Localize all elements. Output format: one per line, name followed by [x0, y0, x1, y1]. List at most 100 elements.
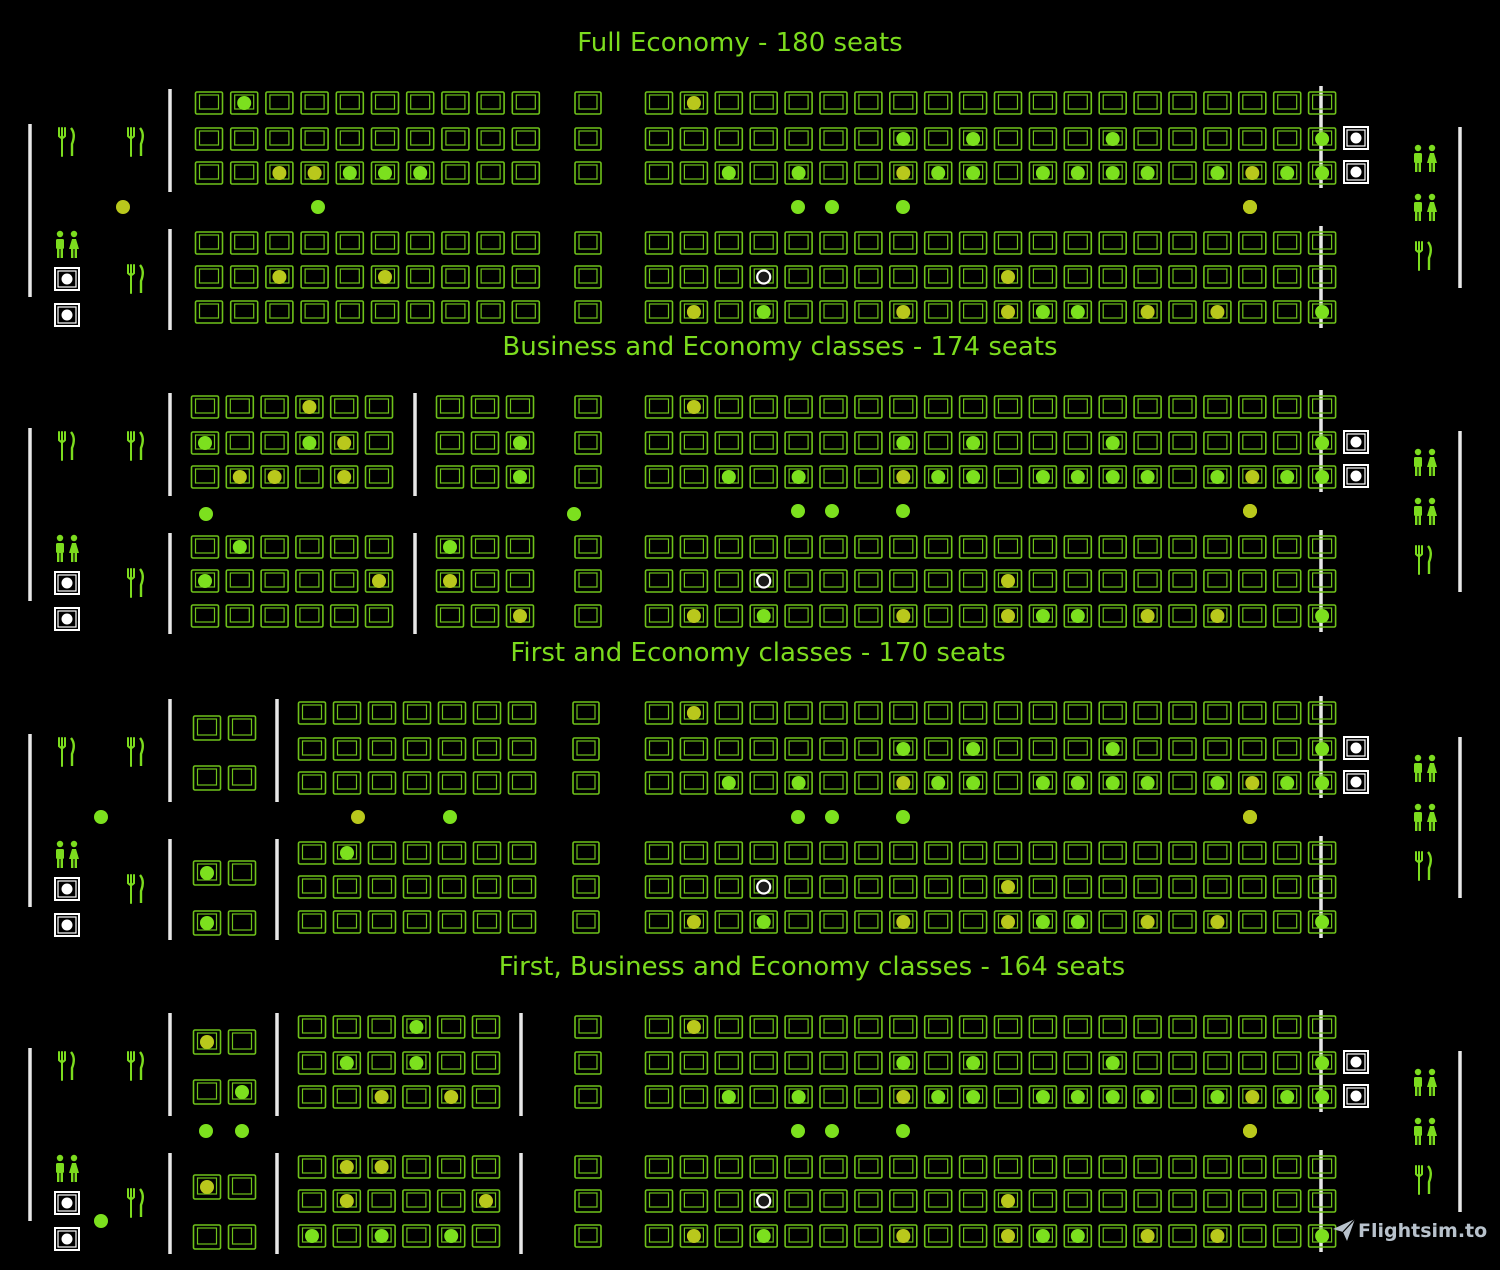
- seat[interactable]: [192, 1079, 222, 1105]
- seat[interactable]: [507, 701, 537, 725]
- seat[interactable]: [1063, 465, 1093, 489]
- exit-row-seat[interactable]: [574, 1189, 602, 1213]
- seat[interactable]: [714, 395, 744, 419]
- seat[interactable]: [958, 875, 988, 899]
- seat[interactable]: [332, 1155, 362, 1179]
- seat[interactable]: [1272, 265, 1302, 289]
- seat[interactable]: [1238, 1155, 1267, 1179]
- seat[interactable]: [1133, 569, 1162, 593]
- seat[interactable]: [472, 771, 502, 795]
- seat[interactable]: [993, 701, 1023, 725]
- seat[interactable]: [1133, 265, 1162, 289]
- seat[interactable]: [297, 910, 327, 934]
- seat[interactable]: [749, 1085, 779, 1109]
- seat[interactable]: [784, 737, 813, 761]
- seat[interactable]: [714, 91, 744, 115]
- seat[interactable]: [1272, 1051, 1302, 1075]
- seat[interactable]: [402, 841, 432, 865]
- seat[interactable]: [1168, 841, 1197, 865]
- seat[interactable]: [471, 1155, 501, 1179]
- seat[interactable]: [1133, 1051, 1162, 1075]
- seat[interactable]: [476, 231, 505, 255]
- seat[interactable]: [819, 604, 848, 628]
- seat[interactable]: [993, 161, 1023, 185]
- seat[interactable]: [1028, 1051, 1058, 1075]
- seat[interactable]: [441, 91, 470, 115]
- seat[interactable]: [1168, 1015, 1197, 1039]
- seat[interactable]: [436, 1085, 466, 1109]
- seat[interactable]: [367, 875, 397, 899]
- seat[interactable]: [1307, 875, 1337, 899]
- seat[interactable]: [1203, 127, 1232, 151]
- seat[interactable]: [679, 1155, 709, 1179]
- seat[interactable]: [1063, 737, 1093, 761]
- seat[interactable]: [644, 1015, 674, 1039]
- seat[interactable]: [1307, 910, 1337, 934]
- seat[interactable]: [190, 395, 220, 419]
- seat[interactable]: [819, 161, 848, 185]
- seat[interactable]: [402, 1015, 431, 1039]
- seat[interactable]: [1063, 1085, 1093, 1109]
- seat[interactable]: [227, 1174, 257, 1200]
- seat[interactable]: [405, 231, 435, 255]
- seat[interactable]: [679, 535, 709, 559]
- seat[interactable]: [476, 161, 505, 185]
- seat[interactable]: [370, 231, 400, 255]
- seat[interactable]: [194, 300, 224, 324]
- seat[interactable]: [784, 535, 813, 559]
- seat[interactable]: [194, 265, 224, 289]
- seat[interactable]: [370, 91, 400, 115]
- seat[interactable]: [819, 875, 848, 899]
- seat[interactable]: [435, 604, 465, 628]
- seat[interactable]: [1028, 431, 1058, 455]
- seat[interactable]: [679, 127, 709, 151]
- seat[interactable]: [260, 465, 289, 489]
- seat[interactable]: [1203, 604, 1232, 628]
- seat[interactable]: [784, 431, 813, 455]
- seat[interactable]: [1203, 841, 1232, 865]
- exit-row-seat[interactable]: [572, 737, 600, 761]
- seat[interactable]: [435, 465, 465, 489]
- seat[interactable]: [335, 265, 365, 289]
- seat[interactable]: [819, 265, 848, 289]
- seat[interactable]: [714, 604, 744, 628]
- seat[interactable]: [364, 535, 394, 559]
- seat[interactable]: [1203, 737, 1232, 761]
- seat[interactable]: [1307, 604, 1337, 628]
- seat[interactable]: [265, 127, 294, 151]
- seat[interactable]: [1307, 1189, 1337, 1213]
- seat[interactable]: [1272, 1085, 1302, 1109]
- seat[interactable]: [854, 300, 883, 324]
- seat[interactable]: [923, 1155, 953, 1179]
- seat[interactable]: [1307, 431, 1337, 455]
- seat[interactable]: [644, 300, 674, 324]
- seat[interactable]: [1063, 535, 1093, 559]
- seat[interactable]: [225, 431, 255, 455]
- seat[interactable]: [819, 1015, 848, 1039]
- seat[interactable]: [784, 1085, 813, 1109]
- seat[interactable]: [749, 231, 779, 255]
- seat[interactable]: [1238, 265, 1267, 289]
- seat[interactable]: [1238, 231, 1267, 255]
- seat[interactable]: [1028, 1085, 1058, 1109]
- seat[interactable]: [923, 535, 953, 559]
- seat[interactable]: [714, 465, 744, 489]
- seat[interactable]: [958, 1085, 988, 1109]
- seat[interactable]: [1272, 841, 1302, 865]
- seat[interactable]: [295, 431, 324, 455]
- seat[interactable]: [367, 1224, 396, 1248]
- seat[interactable]: [1168, 431, 1197, 455]
- seat[interactable]: [854, 395, 883, 419]
- seat[interactable]: [335, 91, 365, 115]
- seat[interactable]: [260, 535, 289, 559]
- seat[interactable]: [437, 737, 467, 761]
- seat[interactable]: [1098, 604, 1127, 628]
- seat[interactable]: [1098, 771, 1127, 795]
- seat[interactable]: [819, 231, 848, 255]
- seat[interactable]: [1098, 910, 1127, 934]
- seat[interactable]: [297, 1189, 327, 1213]
- seat[interactable]: [194, 231, 224, 255]
- seat[interactable]: [679, 1224, 709, 1248]
- seat[interactable]: [402, 1085, 431, 1109]
- seat[interactable]: [1133, 91, 1162, 115]
